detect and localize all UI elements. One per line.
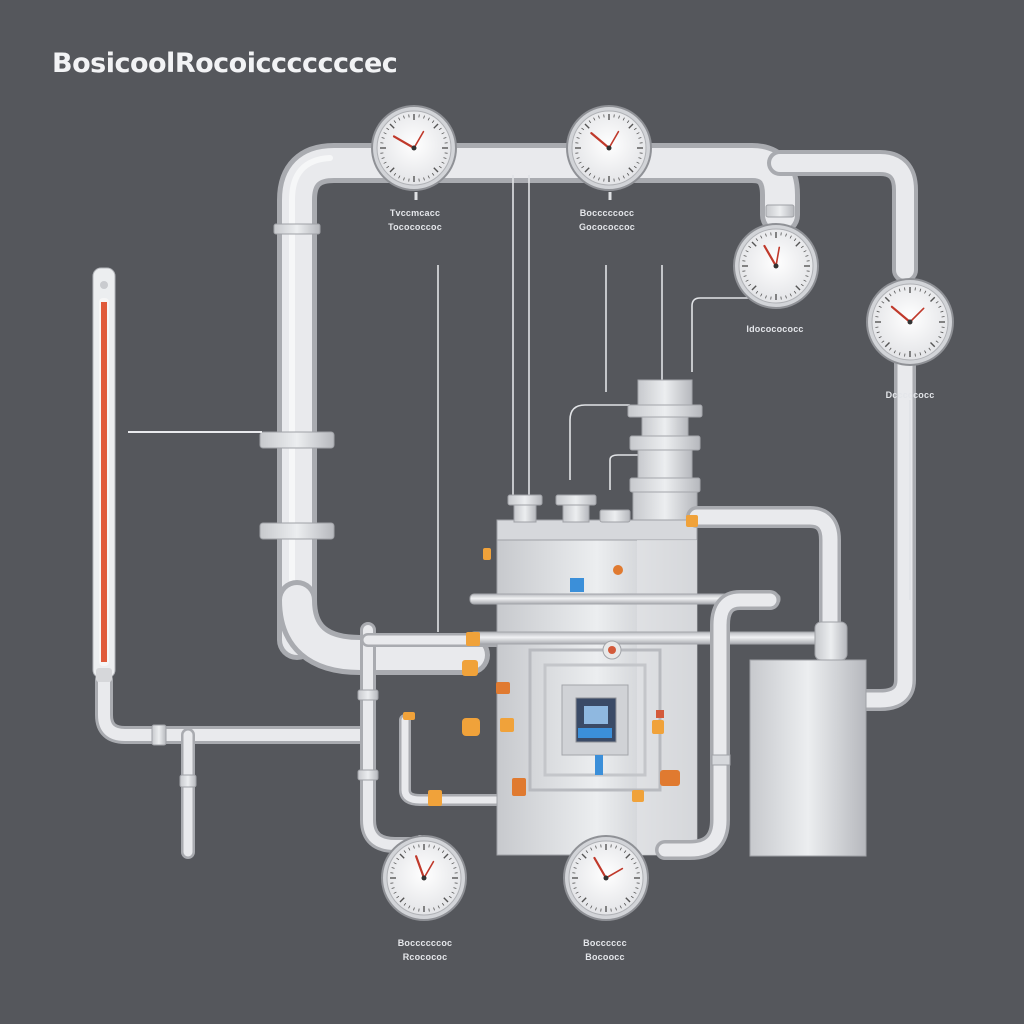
gauge-needle bbox=[890, 305, 912, 324]
storage-tank bbox=[749, 659, 867, 857]
gauges-layer bbox=[371, 105, 954, 921]
gauge-label-line: Bocoocc bbox=[585, 952, 625, 962]
gauge-label-top-center: Bocccccocc Gocococcoc bbox=[552, 206, 662, 234]
gauge-needle bbox=[423, 860, 435, 879]
gauge-needle bbox=[414, 855, 426, 880]
gauge-label-line: Idococococc bbox=[746, 324, 804, 334]
gauge-needle bbox=[763, 244, 778, 268]
pipe-flanges bbox=[259, 204, 795, 540]
main-loop-pipe bbox=[277, 143, 800, 675]
reactor-vessel bbox=[469, 494, 831, 856]
gauge-bottom-center bbox=[563, 835, 649, 921]
gauge-label-line: Gocococcoc bbox=[578, 222, 636, 232]
gauge-needle bbox=[590, 132, 611, 150]
gauge-top-center bbox=[566, 105, 652, 191]
instrument-lines bbox=[437, 175, 911, 632]
thermometer-feed-pipe bbox=[95, 622, 507, 859]
gauge-label-right-far: Dcccccocc bbox=[855, 388, 965, 402]
gauge-label-line: Tocococcoc bbox=[388, 222, 442, 232]
gauge-needle bbox=[413, 130, 425, 149]
gauge-needle bbox=[392, 135, 416, 150]
diagram-title: BosicoolRocoicccccccec bbox=[52, 48, 398, 79]
gauge-label-bottom-center: Bocccccc Bocoocc bbox=[550, 936, 660, 964]
right-loop-pipe bbox=[767, 150, 918, 711]
thermometer-icon bbox=[92, 267, 116, 682]
gauge-needle bbox=[909, 307, 925, 323]
valve-accents bbox=[403, 515, 698, 806]
gauge-label-top-left: Tvccmcacc Tocococcoc bbox=[360, 206, 470, 234]
gauge-top-left bbox=[371, 105, 457, 191]
gauge-label-line: Tvccmcacc bbox=[389, 208, 441, 218]
gauge-label-bottom-left: Boccccccoc Rcocococ bbox=[370, 936, 480, 964]
gauge-bottom-left bbox=[381, 835, 467, 921]
gauge-label-line: Boccccccoc bbox=[397, 938, 453, 948]
gauge-label-line: Rcocococ bbox=[402, 952, 448, 962]
tower-outlet-pipe bbox=[655, 506, 841, 860]
gauge-right-upper bbox=[733, 223, 819, 309]
gauge-needle bbox=[593, 856, 608, 880]
gauge-label-line: Bocccccocc bbox=[579, 208, 635, 218]
tank-inlet bbox=[814, 621, 848, 661]
gauge-needle bbox=[775, 246, 781, 267]
gauge-label-right-upper: Idococococc bbox=[720, 322, 830, 336]
gauge-right-far bbox=[866, 278, 954, 366]
gauge-label-line: Dcccccocc bbox=[885, 390, 935, 400]
small-flanges bbox=[151, 689, 379, 788]
gauge-label-line: Bocccccc bbox=[583, 938, 627, 948]
gauge-needle bbox=[605, 867, 624, 879]
gauge-needle bbox=[608, 130, 620, 149]
